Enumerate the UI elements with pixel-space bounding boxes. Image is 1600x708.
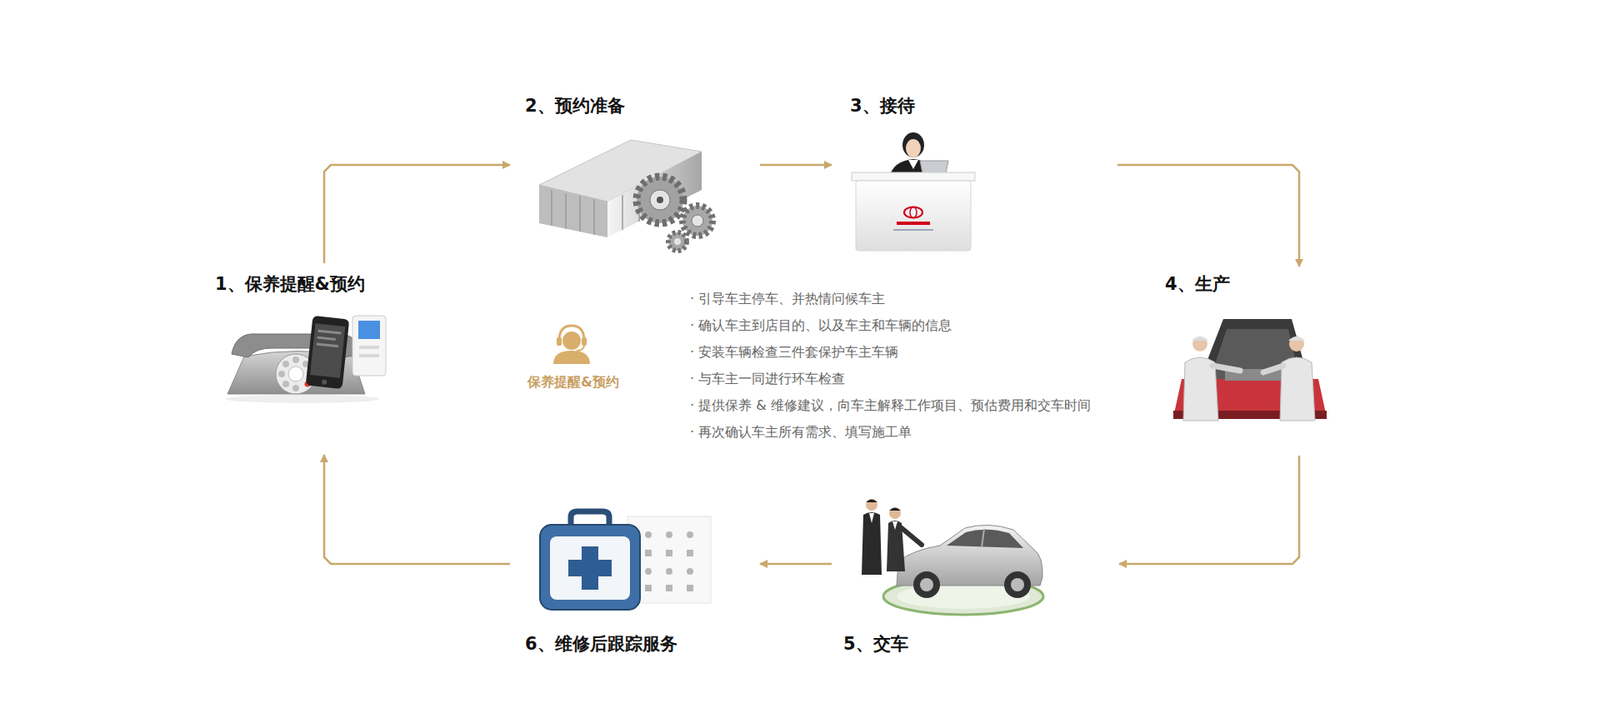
step-box: 4、生产 — [1165, 271, 1332, 425]
medkit-illustration — [540, 511, 711, 610]
step-box: 3、接待 — [850, 93, 980, 255]
step-box: 1、保养提醒&预约 — [215, 271, 395, 405]
step-title: 4、生产 — [1165, 271, 1230, 297]
flow-arrow — [760, 563, 832, 566]
bullet-note: · 确认车主到店目的、以及车主和车辆的信息 — [690, 315, 952, 336]
step-title: 3、接待 — [850, 93, 915, 119]
gears-illustration — [539, 140, 713, 251]
bullet-note: · 安装车辆检查三件套保护车主车辆 — [690, 342, 899, 363]
bullet-note: · 与车主一同进行环车检查 — [690, 369, 845, 390]
bullet-note: · 再次确认车主所有需求、填写施工单 — [690, 422, 912, 443]
flow-arrow — [760, 164, 832, 167]
reception-illustration — [851, 132, 975, 251]
step-box: 2、预约准备 — [525, 93, 730, 257]
flow-arrow — [1117, 165, 1300, 267]
bullet-note: · 提供保养 & 维修建议，向车主解释工作项目、预估费用和交车时间 — [690, 395, 1091, 416]
step-box: 6、维修后跟踪服务 — [525, 500, 717, 657]
step-box: 5、交车 — [843, 488, 1048, 657]
step-title: 2、预约准备 — [525, 93, 625, 119]
step-title: 1、保养提醒&预约 — [215, 271, 365, 297]
step-title: 5、交车 — [843, 631, 909, 657]
car-illustration — [861, 499, 1044, 615]
flow-arrow — [1119, 455, 1300, 565]
mechanics-illustration — [1173, 319, 1327, 421]
step-title: 6、维修后跟踪服务 — [525, 631, 678, 657]
flow-arrow — [324, 455, 510, 565]
headset-icon — [553, 325, 590, 365]
bullet-note: · 引导车主停车、并热情问候车主 — [690, 289, 885, 310]
icon-caption: 保养提醒&预约 — [527, 372, 620, 393]
phone-illustration — [225, 315, 386, 404]
flow-arrow — [324, 165, 510, 264]
